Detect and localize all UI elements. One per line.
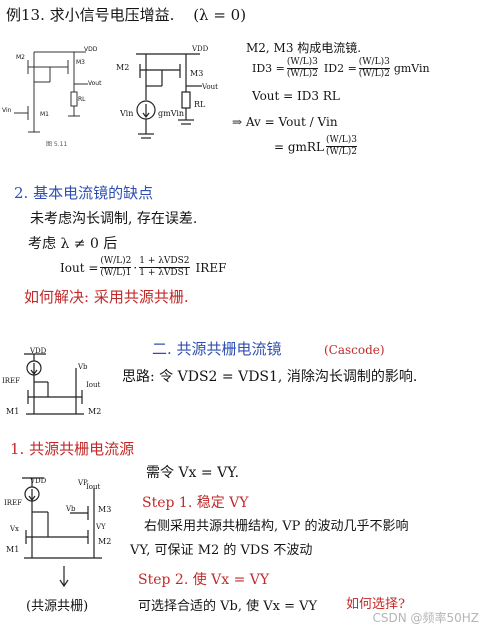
c2-vin-label: Vin — [120, 109, 134, 118]
av-result-lhs: = gmRL — [274, 139, 324, 154]
wl-ratio-num: (W/L)2 — [100, 256, 132, 266]
step1-text2: VY, 可保证 M2 的 VDS 不波动 — [130, 543, 313, 558]
c4-vx-label: Vx — [10, 525, 20, 533]
ratio-fraction-3: (W/L)3 (W/L)2 — [325, 135, 357, 157]
av-result: = gmRL (W/L)3 (W/L)2 — [274, 136, 359, 157]
c4-vb-label: Vb — [66, 505, 76, 513]
csb-label: (共源共栅) — [26, 599, 89, 614]
c2-vdd-label: VDD — [192, 45, 209, 53]
c1-vdd-label: VDD — [84, 46, 98, 53]
lambda-fraction: 1 + λVDS2 1 + λVDS1 — [139, 256, 190, 278]
c1-m3-label: M3 — [76, 59, 85, 66]
circuit-basic-mirror-bias — [24, 353, 84, 415]
wl-ratio-fraction: (W/L)2 (W/L)1 — [100, 256, 132, 278]
c2-m3-label: M3 — [190, 69, 204, 78]
c4-m2-label: M2 — [98, 537, 112, 546]
iref-term: IREF — [195, 260, 227, 275]
step1-text1: 右侧采用共源共栅结构, VP 的波动几乎不影响 — [144, 519, 409, 534]
gmvin-term: gmVin — [393, 62, 430, 75]
c2-m2-label: M2 — [116, 63, 130, 72]
ratio-1-num: (W/L)3 — [286, 57, 318, 67]
c2-source-label: gmVin — [158, 109, 185, 118]
id3-lhs: ID3 = — [252, 62, 285, 75]
c1-m2-label: M2 — [16, 54, 25, 61]
c4-m3-label: M3 — [98, 505, 112, 514]
circuit-cascode-source — [22, 477, 102, 588]
step2-label: Step 2. 使 Vx = VY — [138, 572, 270, 588]
ratio-3-den: (W/L)2 — [325, 147, 357, 157]
watermark: CSDN @频率50HZ — [372, 611, 479, 625]
id2-term: ID2 = — [323, 62, 357, 75]
c4-vdd-label: VDD — [30, 477, 47, 485]
c4-vp-label: VP — [78, 479, 88, 487]
ratio-fraction-2: (W/L)3 (W/L)2 — [358, 57, 390, 79]
c3-m1-label: M1 — [6, 407, 20, 416]
c2-vout-label: Vout — [202, 83, 218, 91]
ratio-2-num: (W/L)3 — [358, 57, 390, 67]
cascode-heading: 二. 共源共栅电流镜 — [152, 340, 282, 358]
iout-equation: Iout = (W/L)2 (W/L)1 · 1 + λVDS2 1 + λVDS1… — [60, 257, 226, 278]
iout-lhs: Iout = — [60, 260, 99, 275]
figure-caption: 图 5.11 — [46, 141, 68, 148]
lambda-den: 1 + λVDS1 — [139, 268, 190, 278]
section-2-line1: 未考虑沟长调制, 存在误差. — [30, 211, 198, 227]
circuit-small-signal — [136, 53, 202, 139]
lambda-condition: (λ = 0) — [193, 6, 247, 24]
c3-iout-label: Iout — [86, 381, 101, 389]
ratio-3-num: (W/L)3 — [325, 135, 357, 145]
vout-equation: Vout = ID3 RL — [252, 89, 340, 103]
csb-need: 需令 Vx = VY. — [146, 465, 240, 481]
section-2-heading: 2. 基本电流镜的缺点 — [14, 184, 154, 202]
step1-label: Step 1. 稳定 VY — [142, 495, 249, 511]
c3-vdd-label: VDD — [30, 347, 47, 355]
ratio-1-den: (W/L)2 — [286, 69, 318, 79]
how-to-choose: 如何选择? — [346, 597, 405, 612]
id3-equation: ID3 = (W/L)3 (W/L)2 ID2 = (W/L)3 (W/L)2 gm… — [252, 58, 430, 79]
mul-dot: · — [133, 260, 138, 275]
ratio-fraction-1: (W/L)3 (W/L)2 — [286, 57, 318, 79]
ratio-2-den: (W/L)2 — [358, 69, 390, 79]
cascode-idea: 思路: 令 VDS2 = VDS1, 消除沟长调制的影响. — [122, 369, 418, 385]
c4-vy-label: VY — [96, 523, 106, 531]
example-title-text: 例13. 求小信号电压增益. — [6, 6, 175, 24]
wl-ratio-den: (W/L)1 — [100, 268, 132, 278]
c1-m1-label: M1 — [40, 111, 49, 118]
mirror-note: M2, M3 构成电流镜. — [246, 41, 362, 55]
c1-vout-label: Vout — [88, 80, 102, 87]
av-equation: ⇒ Av = Vout / Vin — [232, 115, 338, 129]
solution-note: 如何解决: 采用共源共栅. — [24, 288, 189, 306]
c2-rl-label: RL — [194, 100, 206, 109]
step2-text: 可选择合适的 Vb, 使 Vx = VY — [138, 599, 318, 614]
circuit-figure-5-11 — [14, 51, 88, 133]
c1-vin-label: Vin — [2, 107, 12, 114]
csb-heading: 1. 共源共栅电流源 — [10, 440, 135, 458]
c1-rl-label: RL — [78, 96, 86, 103]
c4-iout-label: Iout — [86, 483, 101, 491]
c3-m2-label: M2 — [88, 407, 102, 416]
c4-m1-label: M1 — [6, 545, 20, 554]
cascode-english: (Cascode) — [324, 343, 385, 357]
example-title: 例13. 求小信号电压增益. (λ = 0) — [6, 8, 246, 23]
c3-vb-label: Vb — [78, 363, 88, 371]
c4-iref-label: IREF — [4, 499, 23, 507]
c3-iref-label: IREF — [2, 377, 21, 385]
lambda-num: 1 + λVDS2 — [139, 256, 190, 266]
section-2-line2: 考虑 λ ≠ 0 后 — [28, 236, 118, 252]
